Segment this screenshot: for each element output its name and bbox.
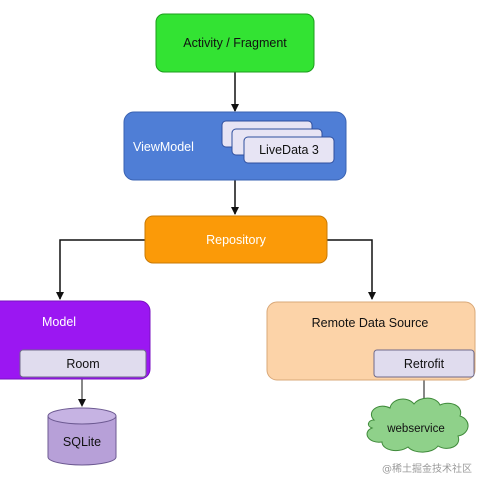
- webservice-cloud: webservice: [366, 397, 469, 453]
- sqlite-label: SQLite: [63, 435, 101, 449]
- webservice-label: webservice: [386, 423, 445, 435]
- room-box: [19, 349, 147, 378]
- sqlite-database: SQLite: [47, 407, 117, 466]
- repository-box: [144, 215, 328, 264]
- remote-data-source-node: Remote Data Source Retrofit: [266, 301, 476, 381]
- webservice-cloud-shape: [366, 397, 469, 453]
- connectors: [56, 72, 428, 409]
- arrow-repository-to-remote: [327, 239, 376, 300]
- sqlite-cylinder-body: [47, 416, 117, 466]
- viewmodel-label: ViewModel: [133, 140, 194, 154]
- activity-fragment-label: Activity / Fragment: [183, 36, 287, 50]
- model-label: Model: [42, 315, 76, 329]
- livedata-card-front: [243, 136, 335, 164]
- retrofit-box: [373, 349, 475, 378]
- room-label: Room: [66, 357, 99, 371]
- livedata-label: LiveData 3: [259, 143, 319, 157]
- watermark-text: @稀土掘金技术社区: [382, 462, 472, 475]
- arrow-repository-to-model: [56, 239, 145, 300]
- viewmodel-node: ViewModel LiveData 3: [123, 111, 347, 181]
- livedata-stack: LiveData 3: [221, 120, 335, 164]
- model-node: Model Room: [0, 300, 151, 380]
- activity-fragment-node: Activity / Fragment: [155, 13, 315, 73]
- repository-node: Repository: [144, 215, 328, 264]
- retrofit-label: Retrofit: [404, 357, 445, 371]
- repository-label: Repository: [206, 233, 266, 247]
- sqlite-cylinder-top: [47, 407, 117, 425]
- activity-fragment-box: [155, 13, 315, 73]
- remote-data-source-label: Remote Data Source: [312, 316, 429, 330]
